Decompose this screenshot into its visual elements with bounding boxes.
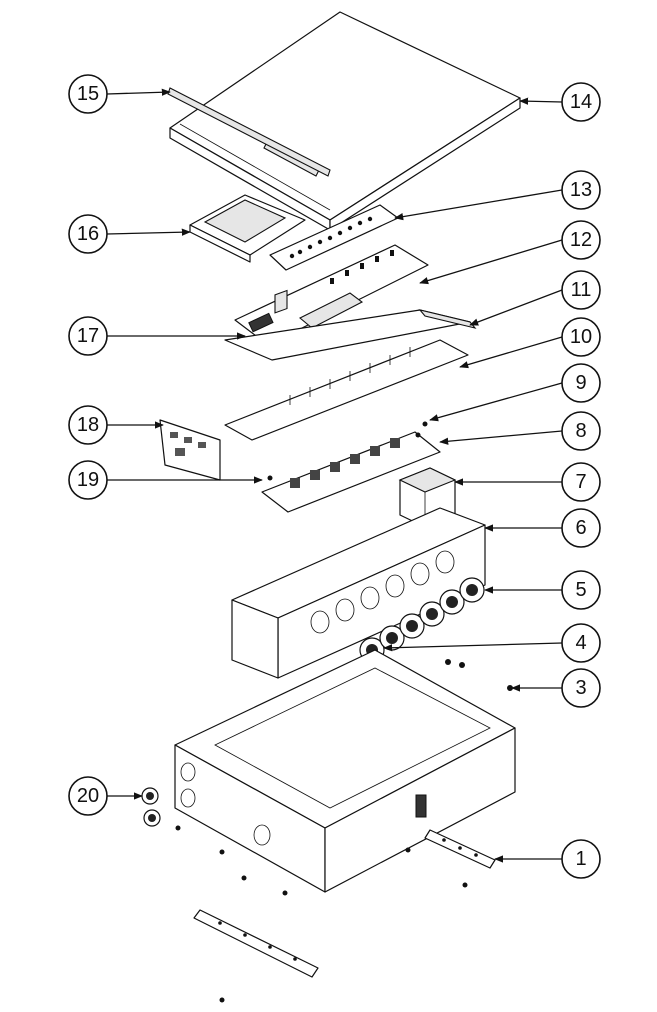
screws-part [445,659,513,691]
callout-label: 18 [77,414,99,436]
callout-14: 14 [561,82,601,122]
callout-label: 13 [570,179,592,201]
grommets-part [141,787,161,827]
callout-5: 5 [561,570,601,610]
callout-3: 3 [561,668,601,708]
callout-16: 16 [68,214,108,254]
callout-label: 9 [575,372,586,394]
leader-lines [106,88,563,863]
callout-11: 11 [561,270,601,310]
inner-chassis-part [231,507,486,679]
callout-9: 9 [561,363,601,403]
mounting-bracket-part [175,825,496,1003]
callout-4: 4 [561,623,601,663]
callout-label: 10 [570,326,592,348]
callout-12: 12 [561,220,601,260]
top-cover-part [169,11,521,231]
callout-19: 19 [68,460,108,500]
callout-label: 5 [575,579,586,601]
callout-label: 12 [570,229,592,251]
callout-17: 17 [68,316,108,356]
display-module-part [189,194,306,263]
callout-label: 7 [575,471,586,493]
callout-label: 8 [575,420,586,442]
callout-label: 15 [77,83,99,105]
callout-8: 8 [561,411,601,451]
top-pcb-part [234,244,429,346]
callout-label: 3 [575,677,586,699]
callout-13: 13 [561,170,601,210]
enclosure-box-part [174,649,516,893]
callout-1: 1 [561,839,601,879]
callout-7: 7 [561,462,601,502]
relay-board-part [224,289,469,441]
callout-label: 14 [570,91,592,113]
callout-20: 20 [68,776,108,816]
callout-15: 15 [68,74,108,114]
side-board-part [159,419,221,481]
callout-label: 4 [575,632,586,654]
lower-pcb-part [261,421,441,513]
callout-6: 6 [561,508,601,548]
callout-label: 16 [77,223,99,245]
callout-label: 20 [77,785,99,807]
callout-label: 1 [575,848,586,870]
callout-label: 11 [571,279,592,301]
callout-label: 17 [77,325,99,347]
callout-label: 19 [77,469,99,491]
callout-18: 18 [68,405,108,445]
callout-label: 6 [575,517,586,539]
callout-10: 10 [561,317,601,357]
